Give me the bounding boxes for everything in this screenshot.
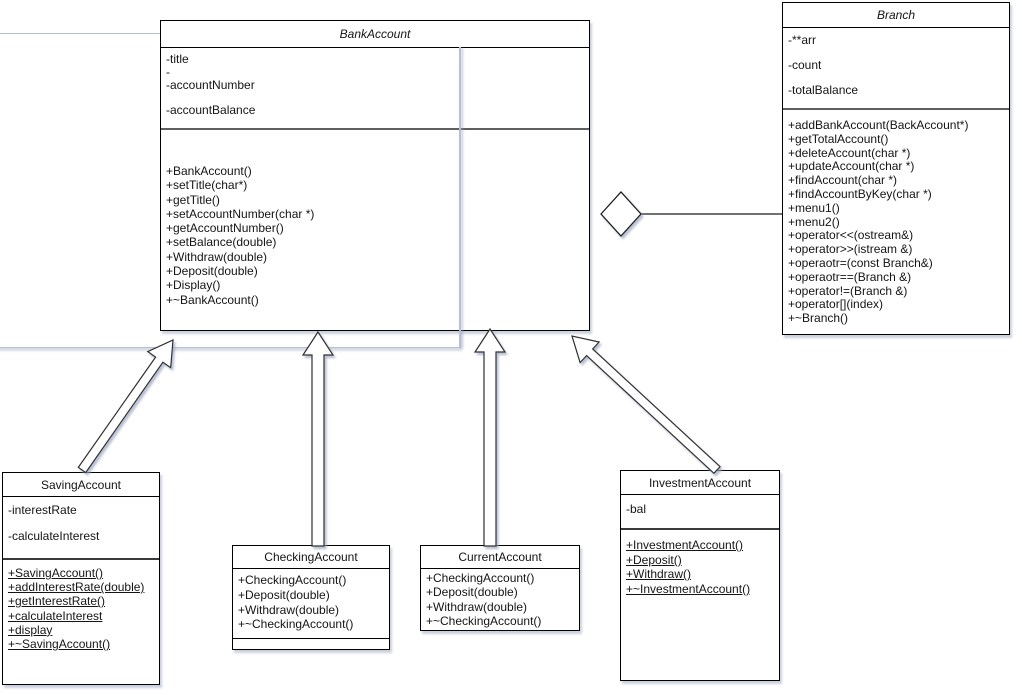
method-line: +Withdraw() <box>626 567 692 582</box>
generalization-arrow-saving-to-bankaccount[interactable] <box>77 339 174 474</box>
class-box-currentaccount[interactable]: CurrentAccount +CheckingAccount() +Depos… <box>420 545 580 631</box>
method-line: +BankAccount() <box>166 164 252 178</box>
method-line: +Deposit() <box>626 552 682 567</box>
method-line: +operator[](index) <box>788 297 884 312</box>
method-line: +Display() <box>166 278 221 293</box>
class-title: InvestmentAccount <box>621 471 779 495</box>
methods-compartment: +addBankAccount(BackAccount*) +getTotalA… <box>783 108 1009 334</box>
method-line: +CheckingAccount() <box>238 573 347 587</box>
generalization-arrow-checking-to-bankaccount[interactable] <box>301 330 335 547</box>
method-line: +~InvestmentAccount() <box>626 581 751 596</box>
attribute-line: -accountNumber <box>166 77 255 92</box>
method-line: +InvestmentAccount() <box>626 538 744 552</box>
method-line: +deleteAccount(char *) <box>788 145 911 160</box>
method-line: +operator!=(Branch &) <box>788 283 908 298</box>
attributes-compartment: -interestRate -calculateInterest <box>3 497 159 558</box>
method-line: +findAccountByKey(char *) <box>788 186 932 201</box>
attributes-compartment: -title - -accountNumber -accountBalance <box>161 48 589 128</box>
attribute-line: -interestRate <box>8 503 77 517</box>
attributes-compartment: -**arr -count -totalBalance <box>783 28 1009 108</box>
method-line: +getInterestRate() <box>8 594 106 609</box>
class-box-savingaccount[interactable]: SavingAccount -interestRate -calculateIn… <box>2 472 160 685</box>
method-line: +~SavingAccount() <box>8 637 111 652</box>
method-line: +~Branch() <box>788 311 849 326</box>
class-title: CheckingAccount <box>233 546 389 569</box>
attribute-line: -**arr <box>788 33 817 47</box>
methods-compartment: +BankAccount() +setTitle(char*) +getTitl… <box>161 128 589 330</box>
method-line: +setTitle(char*) <box>166 178 248 193</box>
attribute-line: -totalBalance <box>788 83 859 98</box>
background-rectangle-right-edge <box>459 47 461 348</box>
attribute-line: -calculateInterest <box>8 529 100 543</box>
method-line: +getTitle() <box>166 192 220 207</box>
methods-compartment: +SavingAccount() +addInterestRate(double… <box>3 558 159 684</box>
class-box-investmentaccount[interactable]: InvestmentAccount -bal +InvestmentAccoun… <box>620 470 780 681</box>
methods-compartment: +InvestmentAccount() +Deposit() +Withdra… <box>621 528 779 680</box>
attribute-line: - <box>166 64 170 79</box>
method-line: +Deposit(double) <box>238 587 330 602</box>
generalization-arrow-current-to-bankaccount[interactable] <box>473 327 507 547</box>
attribute-line: -count <box>788 58 822 73</box>
method-line: +calculateInterest <box>8 608 103 623</box>
class-title: SavingAccount <box>3 473 159 497</box>
method-line: +Deposit(double) <box>426 585 518 600</box>
generalization-arrow-investment-to-bankaccount[interactable] <box>571 335 721 475</box>
class-title: CurrentAccount <box>421 546 579 569</box>
method-line: +CheckingAccount() <box>426 571 535 585</box>
method-line: +updateAccount(char *) <box>788 159 915 174</box>
method-line: +operaotr==(Branch &) <box>788 269 912 284</box>
class-box-checkingaccount[interactable]: CheckingAccount +CheckingAccount() +Depo… <box>232 545 390 650</box>
class-title: Branch <box>783 3 1009 28</box>
method-line: +operator<<(ostream&) <box>788 228 914 243</box>
method-line: +menu1() <box>788 200 840 215</box>
method-line: +menu2() <box>788 214 840 229</box>
method-line: +Withdraw(double) <box>238 602 340 617</box>
method-line: +~BankAccount() <box>166 292 259 307</box>
methods-compartment: +CheckingAccount() +Deposit(double) +Wit… <box>233 569 389 638</box>
method-line: +operator>>(istream &) <box>788 242 913 257</box>
method-line: +~CheckingAccount() <box>238 617 354 632</box>
attribute-line: -title <box>166 52 189 66</box>
class-box-bankaccount[interactable]: BankAccount -title - -accountNumber -acc… <box>160 20 590 331</box>
aggregation-diamond[interactable] <box>600 191 642 237</box>
method-line: +setBalance(double) <box>166 235 277 250</box>
method-line: +display <box>8 622 53 637</box>
footer-compartment <box>233 638 389 649</box>
method-line: +Withdraw(double) <box>166 249 268 264</box>
method-line: +SavingAccount() <box>8 566 104 580</box>
attributes-compartment: -bal <box>621 495 779 528</box>
method-line: +addInterestRate(double) <box>8 580 145 595</box>
class-title: BankAccount <box>161 21 589 48</box>
method-line: +getTotalAccount() <box>788 131 889 146</box>
method-line: +Withdraw(double) <box>426 599 528 614</box>
method-line: +findAccount(char *) <box>788 173 898 188</box>
method-line: +getAccountNumber() <box>166 221 284 236</box>
method-line: +addBankAccount(BackAccount*) <box>788 118 969 132</box>
method-line: +operaotr=(const Branch&) <box>788 255 933 270</box>
method-line: +~CheckingAccount() <box>426 614 542 629</box>
attribute-line: -accountBalance <box>166 103 256 118</box>
attribute-line: -bal <box>626 502 647 516</box>
class-box-branch[interactable]: Branch -**arr -count -totalBalance +addB… <box>782 2 1010 335</box>
method-line: +Deposit(double) <box>166 264 258 279</box>
method-line: +setAccountNumber(char *) <box>166 206 315 221</box>
methods-compartment: +CheckingAccount() +Deposit(double) +Wit… <box>421 569 579 630</box>
